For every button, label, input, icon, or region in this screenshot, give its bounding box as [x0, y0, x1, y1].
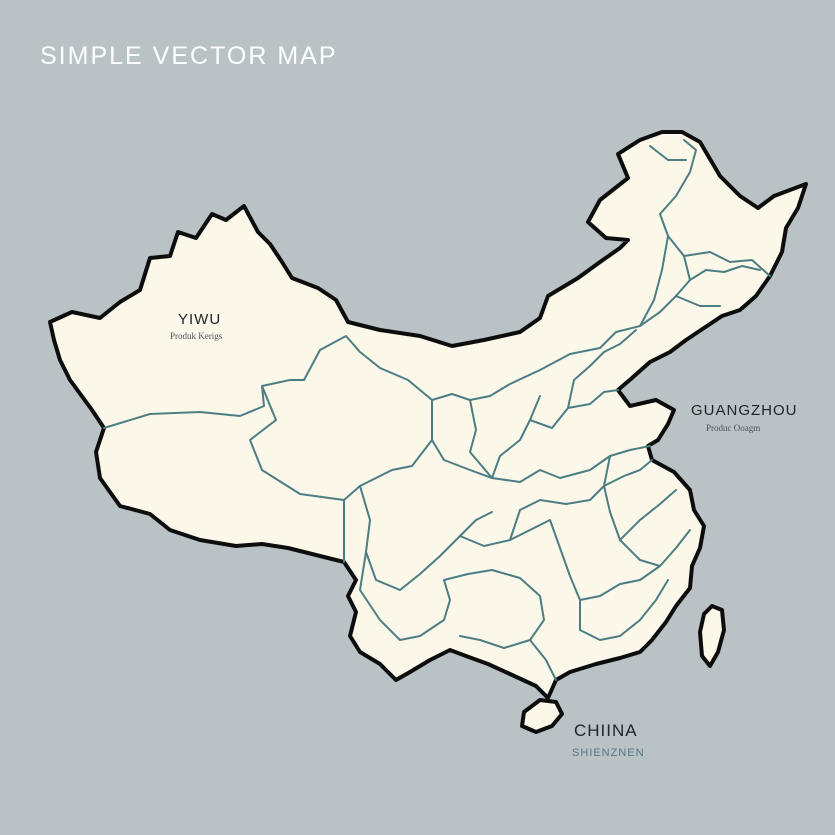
taiwan-island: [698, 604, 726, 668]
city-label-guangzhou: GUANGZHOU: [691, 402, 798, 419]
city-label-yiwu: YIWU: [178, 311, 222, 328]
city-sublabel-guangzhou: Produc Ooagm: [706, 423, 761, 433]
province-boundaries: [103, 139, 771, 681]
hainan-island: [520, 698, 564, 734]
map-title: SIMPLE VECTOR MAP: [40, 42, 338, 70]
country-label-china: CHIINA: [574, 721, 638, 740]
mainland-outline: [48, 130, 808, 700]
city-sublabel-yiwu: Produk Kerigs: [170, 331, 223, 341]
city-sublabel-shenzhen: SHIENZNEN: [572, 747, 645, 759]
